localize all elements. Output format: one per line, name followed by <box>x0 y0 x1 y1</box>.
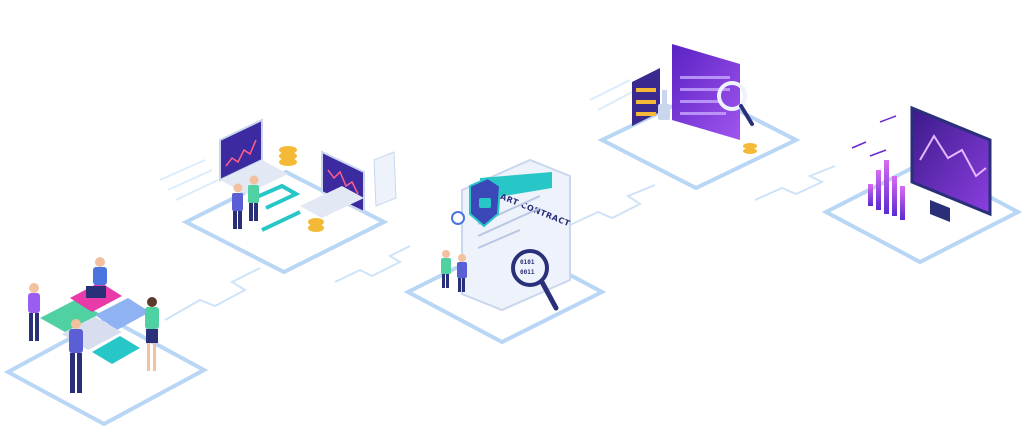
speed-lines-2 <box>159 159 219 201</box>
person-auditor-left <box>441 250 451 288</box>
transfer-path <box>249 183 301 232</box>
server-rack-icon <box>632 68 660 126</box>
candlestick-chart-2 <box>327 169 359 195</box>
candlestick-chart-1 <box>225 139 257 167</box>
analytics-panel <box>672 44 740 140</box>
arrow-icons <box>851 115 897 157</box>
coin-stack-icon-3 <box>743 143 757 154</box>
puzzle-piece-blue <box>95 298 150 330</box>
robot-arm-icon <box>658 90 670 120</box>
binary-code-label-line-2: 0011 <box>520 269 535 276</box>
person-auditor-right <box>457 254 467 292</box>
person-handshake-right <box>248 175 259 221</box>
connector-1-2 <box>164 267 261 321</box>
connector-4-5 <box>754 165 836 201</box>
coin-stack-icon-2 <box>308 218 324 232</box>
step-5-monitor-chart <box>821 105 1023 265</box>
person-handshake-left <box>232 183 243 229</box>
connector-2-3 <box>334 245 411 283</box>
laptop-2-base <box>300 186 364 218</box>
person-front <box>69 319 83 393</box>
coin-stack-icon-1 <box>279 146 297 166</box>
connector-3-4 <box>569 184 656 226</box>
step-1-team-collaboration <box>3 257 209 427</box>
step-4-server-analytics <box>597 44 801 191</box>
person-left <box>28 283 40 341</box>
puzzle-piece-teal <box>92 336 140 364</box>
document-icon <box>373 151 397 207</box>
server-shelves <box>636 88 656 116</box>
step-2-trading-agreement <box>181 118 397 275</box>
bar-chart-icon <box>868 160 905 220</box>
connector-paths <box>159 79 836 321</box>
monitor-stand <box>930 200 950 222</box>
magnifier-icon <box>511 249 549 287</box>
lock-icon <box>479 198 491 208</box>
person-right <box>145 297 159 371</box>
speed-lines-4 <box>589 79 637 111</box>
magnifier-icon-2 <box>717 81 747 111</box>
binary-code-label-line-1: 0101 <box>520 259 535 266</box>
person-top <box>93 257 107 285</box>
check-badge-icon <box>451 211 465 225</box>
panel-rows <box>680 76 730 115</box>
step-3-smart-contract: SMART CONTRACT 0101 0011 <box>403 158 607 345</box>
puzzle-piece-green <box>40 300 100 332</box>
monitor-screen <box>910 105 992 217</box>
laptop-icon <box>86 286 106 298</box>
monitor-line-chart <box>919 134 987 178</box>
